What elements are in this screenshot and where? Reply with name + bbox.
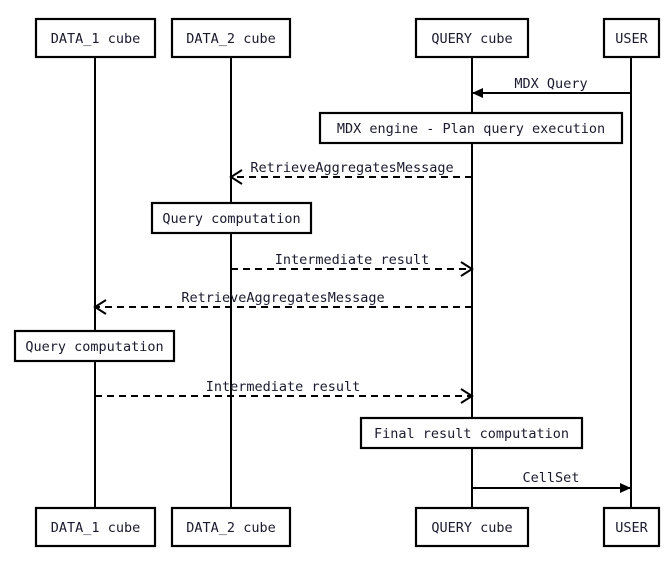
participant-foot-user[interactable]: USER: [602, 506, 661, 548]
messages-layer: MDX QueryRetrieveAggregatesMessageInterm…: [93, 76, 631, 493]
activation-box: [318, 111, 624, 145]
participant-label: DATA_1 cube: [51, 520, 140, 536]
arrowhead-open-icon: [93, 299, 107, 315]
arrowhead-filled-icon: [472, 88, 483, 98]
message-label: RetrieveAggregatesMessage: [181, 290, 384, 306]
participant-box: [414, 506, 530, 548]
arrowhead-filled-icon: [620, 483, 631, 493]
participant-label: USER: [615, 520, 648, 536]
participant-head-data1[interactable]: DATA_1 cube: [34, 17, 157, 59]
message-msg-retrieve-aggregates-2[interactable]: RetrieveAggregatesMessage: [93, 290, 472, 315]
participant-label: QUERY cube: [431, 520, 512, 536]
message-msg-intermediate-result-1[interactable]: Intermediate result: [231, 252, 474, 277]
participant-label: DATA_1 cube: [51, 31, 140, 47]
participant-head-user[interactable]: USER: [602, 17, 661, 59]
participant-head-data2[interactable]: DATA_2 cube: [170, 17, 292, 59]
activation-label: Final result computation: [374, 426, 569, 442]
activation-act-query-computation-data1[interactable]: Query computation: [13, 329, 176, 363]
message-msg-retrieve-aggregates-1[interactable]: RetrieveAggregatesMessage: [229, 160, 472, 185]
participant-box: [34, 17, 157, 59]
activation-box: [359, 416, 584, 450]
activation-act-query-computation-data2[interactable]: Query computation: [150, 201, 313, 235]
activation-label: Query computation: [25, 339, 163, 355]
message-msg-mdx-query[interactable]: MDX Query: [472, 76, 631, 98]
participant-box: [34, 506, 157, 548]
participant-box: [170, 17, 292, 59]
activation-act-mdx-engine[interactable]: MDX engine - Plan query execution: [318, 111, 624, 145]
activation-act-final-result[interactable]: Final result computation: [359, 416, 584, 450]
participant-foot-data2[interactable]: DATA_2 cube: [170, 506, 292, 548]
participant-box: [170, 506, 292, 548]
participant-head-query[interactable]: QUERY cube: [414, 17, 530, 59]
activation-label: Query computation: [162, 211, 300, 227]
participant-box: [414, 17, 530, 59]
participant-foot-query[interactable]: QUERY cube: [414, 506, 530, 548]
message-label: MDX Query: [514, 76, 587, 92]
message-label: RetrieveAggregatesMessage: [250, 160, 453, 176]
arrowhead-open-icon: [229, 169, 243, 185]
participant-label: USER: [615, 31, 648, 47]
activation-box: [13, 329, 176, 363]
participant-foot-data1[interactable]: DATA_1 cube: [34, 506, 157, 548]
arrowhead-open-icon: [460, 261, 474, 277]
participant-label: DATA_2 cube: [186, 31, 275, 47]
message-label: Intermediate result: [275, 252, 429, 268]
message-label: CellSet: [523, 470, 580, 486]
participant-label: DATA_2 cube: [186, 520, 275, 536]
participant-box: [602, 506, 661, 548]
arrowhead-open-icon: [460, 388, 474, 404]
participant-label: QUERY cube: [431, 31, 512, 47]
message-msg-cellset[interactable]: CellSet: [472, 470, 631, 493]
message-msg-intermediate-result-2[interactable]: Intermediate result: [95, 379, 474, 404]
message-label: Intermediate result: [206, 379, 360, 395]
activation-box: [150, 201, 313, 235]
participant-box: [602, 17, 661, 59]
activation-label: MDX engine - Plan query execution: [337, 121, 605, 137]
